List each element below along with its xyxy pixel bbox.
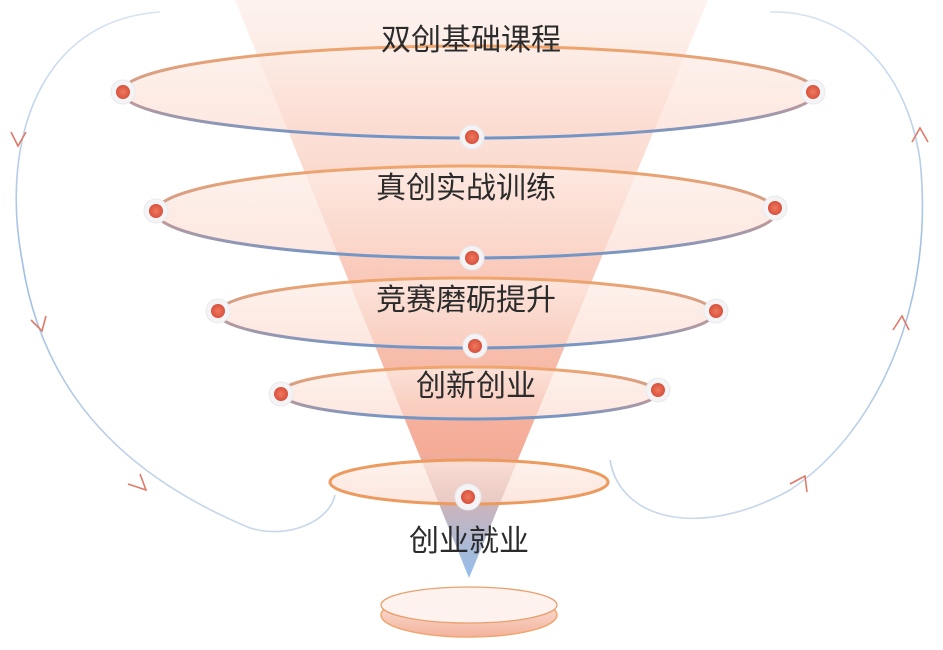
node-icon bbox=[268, 381, 294, 407]
node-icon bbox=[143, 198, 169, 224]
node-icon bbox=[459, 245, 485, 271]
node-icon bbox=[454, 483, 482, 511]
stage-label-5: 创业就业 bbox=[409, 524, 529, 559]
node-icon bbox=[462, 333, 488, 359]
stage-label-4: 创新创业 bbox=[416, 369, 536, 404]
node-icon bbox=[762, 195, 788, 221]
stage-label-2: 真创实战训练 bbox=[376, 171, 556, 206]
arrowhead-icon bbox=[892, 314, 910, 331]
stage-label-1: 双创基础课程 bbox=[381, 23, 561, 58]
node-icon bbox=[703, 298, 729, 324]
arrowhead-icon bbox=[127, 473, 148, 492]
arrowhead-icon bbox=[10, 131, 27, 148]
stage-label-3: 竞赛磨砺提升 bbox=[376, 283, 556, 318]
right-loop-arrow bbox=[609, 11, 929, 520]
node-icon bbox=[800, 79, 826, 105]
node-icon bbox=[110, 79, 136, 105]
arrowhead-icon bbox=[30, 315, 47, 333]
stage-labels: 双创基础课程 真创实战训练 竞赛磨砺提升 创新创业 创业就业 bbox=[376, 23, 561, 559]
node-icon bbox=[459, 124, 485, 150]
ring-nodes bbox=[110, 79, 826, 511]
ring-1 bbox=[120, 44, 818, 140]
base-dish bbox=[380, 586, 558, 638]
arrowhead-icon bbox=[789, 474, 808, 493]
node-icon bbox=[645, 377, 671, 403]
left-loop-arrow bbox=[10, 11, 336, 533]
node-icon bbox=[205, 298, 231, 324]
arrowhead-icon bbox=[911, 126, 929, 143]
